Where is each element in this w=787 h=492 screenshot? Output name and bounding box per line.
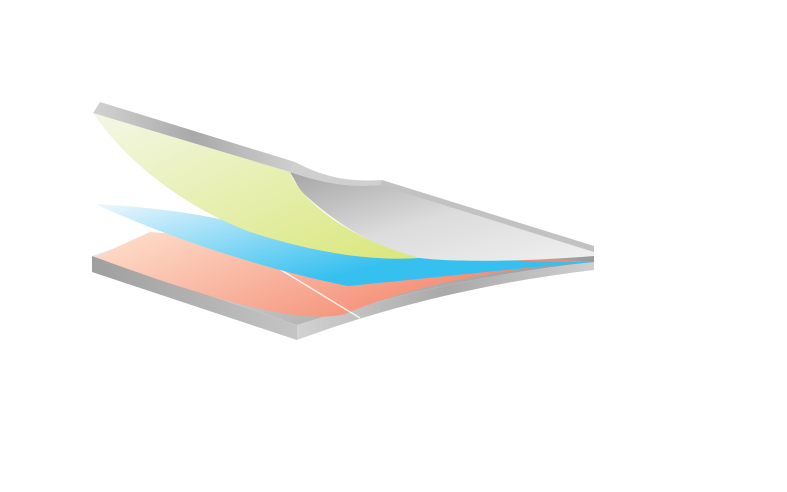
gray-back-panel xyxy=(290,172,594,261)
blue-layer xyxy=(95,204,594,286)
base-plate-right-edge xyxy=(297,262,594,340)
base-plate-front-edge xyxy=(92,256,297,340)
top-panel xyxy=(93,102,594,259)
top-panel-curl-edge xyxy=(290,162,382,186)
top-panel-face xyxy=(93,113,420,259)
top-panel-back-edge xyxy=(380,180,594,252)
orange-layer-highlight xyxy=(267,261,361,319)
top-panel-edge xyxy=(93,102,295,172)
